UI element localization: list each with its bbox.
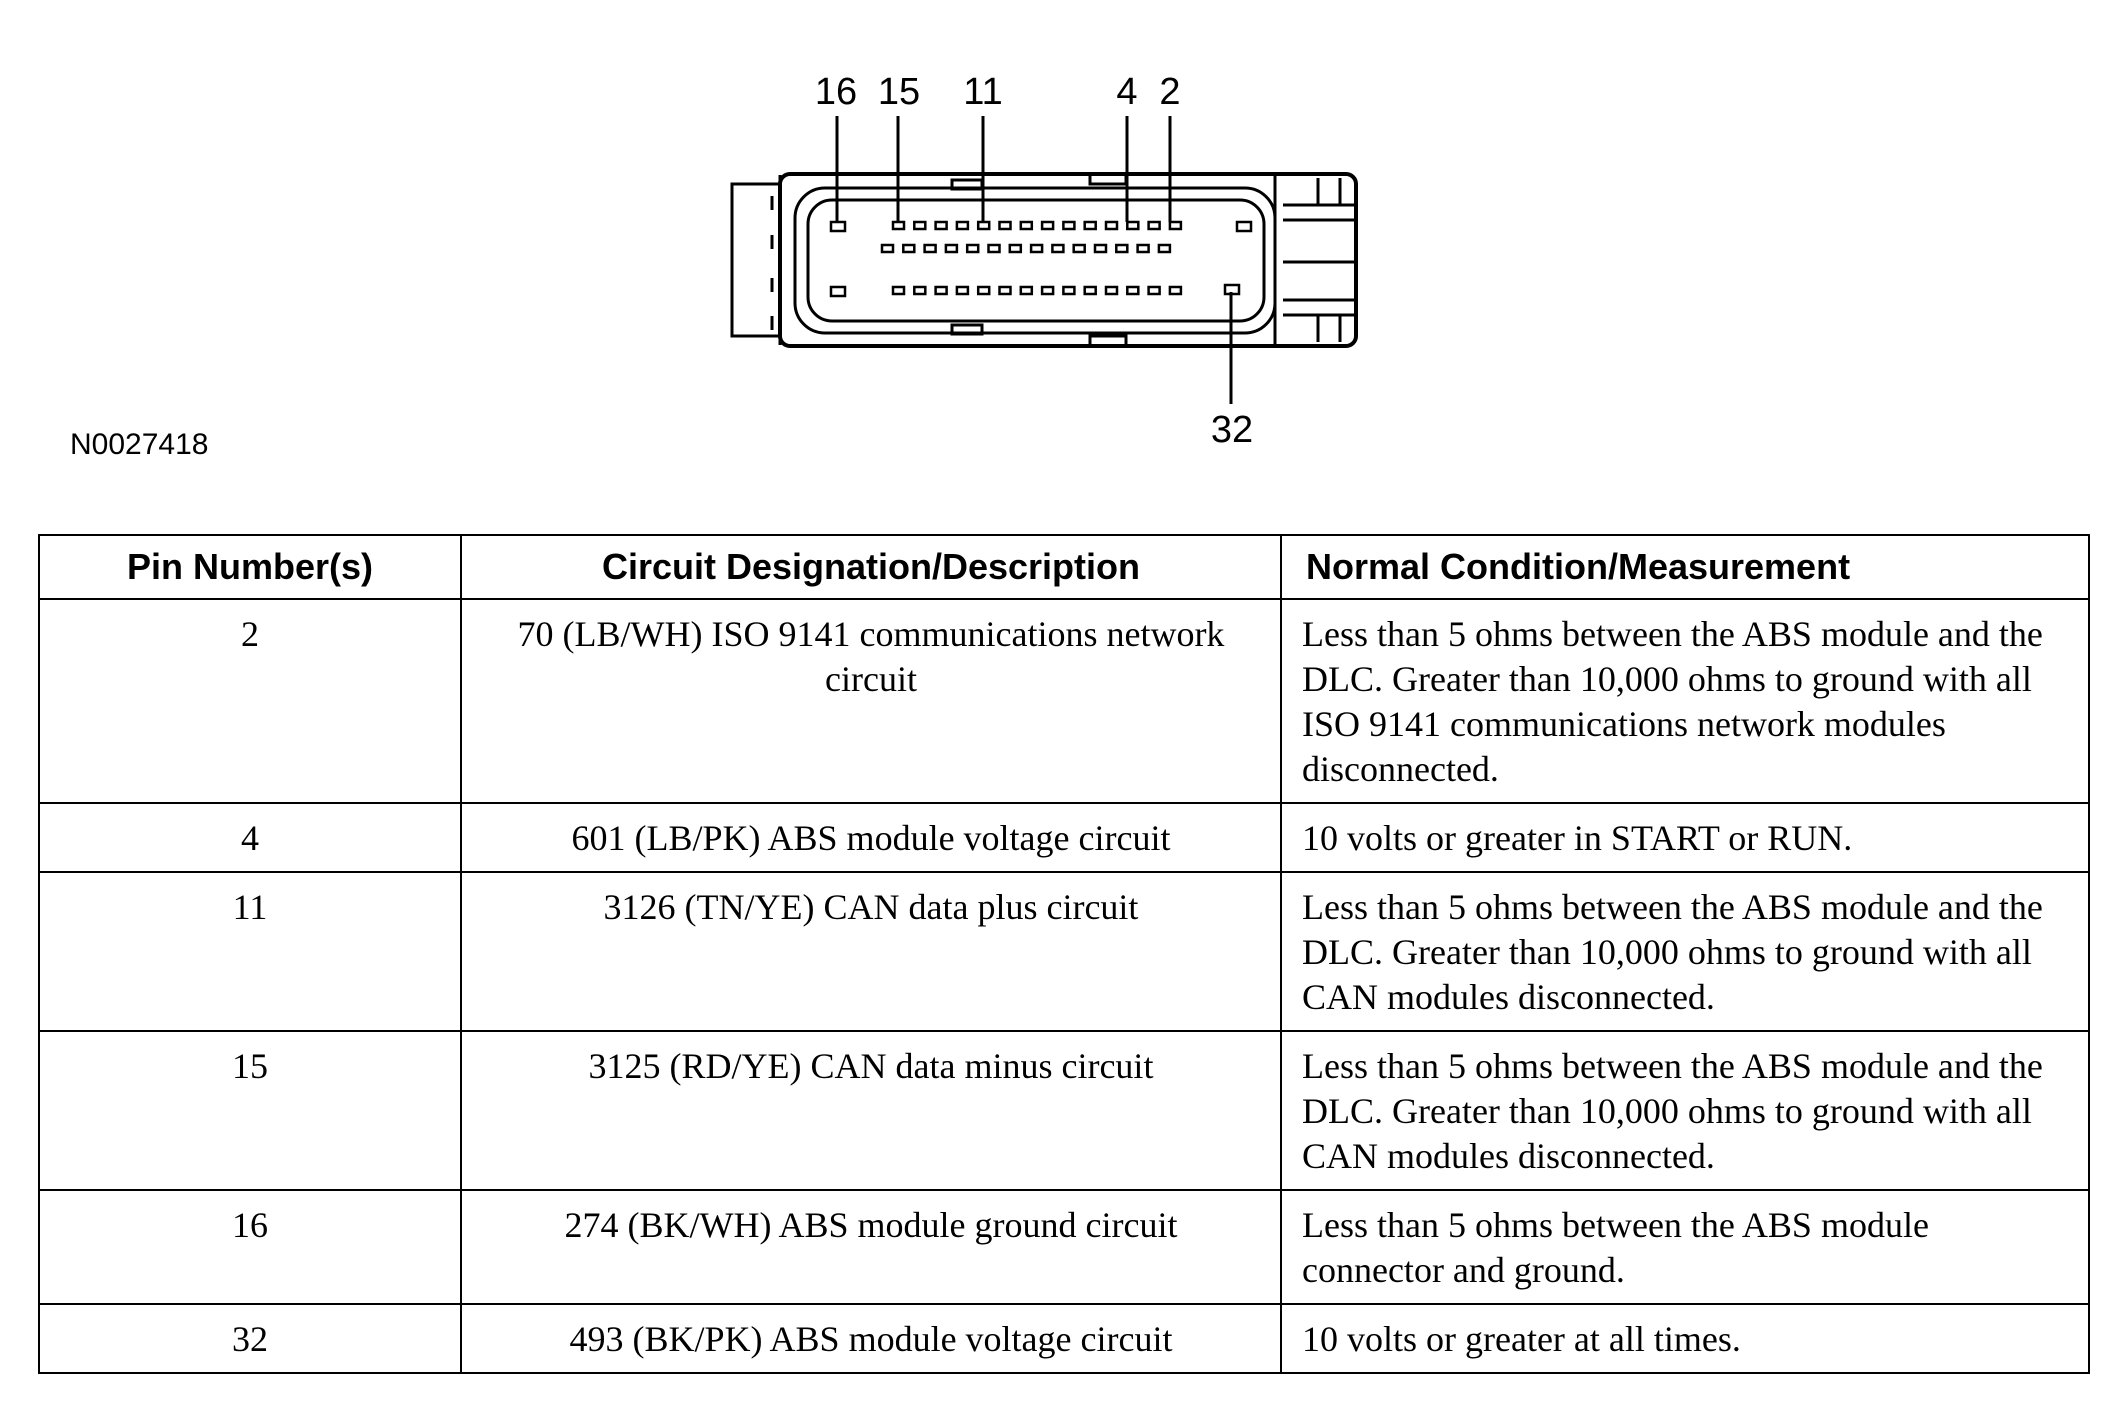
pin-cavity [1147,285,1161,296]
pin-cavity [1083,220,1097,231]
pin-cavity [944,243,959,254]
header-normal-condition: Normal Condition/Measurement [1280,534,2090,600]
circuit-description-cell: 493 (BK/PK) ABS module voltage circuit [460,1303,1282,1374]
connector-diagram: 16 15 11 4 2 32 [730,71,1358,451]
table-row: 11 3126 (TN/YE) CAN data plus circuit Le… [38,871,2090,1032]
pin-cavity [1093,243,1108,254]
pin-callout-11: 11 [963,71,1002,113]
pin-cavity [1147,220,1161,231]
pin-cavity [955,220,970,231]
pin-cavity [1008,243,1023,254]
pin-cavity [998,285,1012,296]
pin-number-cell: 11 [38,871,462,1032]
pin-cavity [1040,220,1055,231]
pin-cavity [998,220,1012,231]
pin-cavity [1040,285,1055,296]
table-row: 15 3125 (RD/YE) CAN data minus circuit L… [38,1030,2090,1191]
pin-cavity [913,285,927,296]
circuit-description-cell: 274 (BK/WH) ABS module ground circuit [460,1189,1282,1305]
table-row: 16 274 (BK/WH) ABS module ground circuit… [38,1189,2090,1305]
pin-cavity [880,243,895,254]
condition-cell: 10 volts or greater at all times. [1280,1303,2090,1374]
pin-cavity [1104,285,1119,296]
pin-cavity [1104,220,1119,231]
pin-cavities [829,220,1253,298]
pin-number-cell: 2 [38,598,462,804]
pin-cavity [891,220,906,231]
connector-shroud [793,186,1277,335]
pin-cavity [934,285,948,296]
pin-cavity [1029,243,1044,254]
circuit-description-cell: 601 (LB/PK) ABS module voltage circuit [460,802,1282,873]
pin-cavity [1072,243,1086,254]
header-circuit-description: Circuit Designation/Description [460,534,1282,600]
condition-cell: Less than 5 ohms between the ABS module … [1280,871,2090,1032]
pin-cavity [965,243,980,254]
condition-cell: 10 volts or greater in START or RUN. [1280,802,2090,873]
pin-cavity [934,220,948,231]
condition-cell: Less than 5 ohms between the ABS module … [1280,1189,2090,1305]
pin-callout-2: 2 [1159,71,1180,113]
pinout-table: Pin Number(s) Circuit Designation/Descri… [38,534,2090,1374]
table-row: 32 493 (BK/PK) ABS module voltage circui… [38,1303,2090,1374]
pin-cavity [1168,285,1183,296]
pin-cavity [1062,220,1076,231]
pin-cavity [1019,285,1034,296]
pin-cavity [829,285,847,298]
pin-cavity [1126,285,1140,296]
pin-cavity [902,243,916,254]
table-row: 4 601 (LB/PK) ABS module voltage circuit… [38,802,2090,873]
pin-callout-4: 4 [1116,71,1137,113]
pin-cavity [1115,243,1129,254]
circuit-description-cell: 3125 (RD/YE) CAN data minus circuit [460,1030,1282,1191]
pin-cavity [1083,285,1097,296]
condition-cell: Less than 5 ohms between the ABS module … [1280,1030,2090,1191]
pin-cavity [976,285,991,296]
pin-callout-16: 16 [815,71,857,113]
pin-callout-32: 32 [1211,409,1253,451]
pin-cavity [913,220,927,231]
connector-body [778,172,1358,348]
circuit-description-cell: 70 (LB/WH) ISO 9141 communications netwo… [460,598,1282,804]
pin-cavity [1019,220,1034,231]
pin-cavity [829,220,847,233]
table-header-row: Pin Number(s) Circuit Designation/Descri… [38,534,2090,600]
pin-callout-15: 15 [878,71,920,113]
pin-cavity [1235,220,1253,233]
header-pin-number: Pin Number(s) [38,534,462,600]
pin-number-cell: 4 [38,802,462,873]
condition-cell: Less than 5 ohms between the ABS module … [1280,598,2090,804]
pin-cavity [1168,220,1183,231]
figure-id: N0027418 [70,428,209,461]
pin-cavity [1126,220,1140,231]
pin-cavity [1157,243,1172,254]
pin-cavity [976,220,991,231]
pin-number-cell: 16 [38,1189,462,1305]
pin-cavity [1062,285,1076,296]
pin-cavity [891,285,906,296]
pin-cavity [1051,243,1065,254]
pin-cavity [923,243,937,254]
circuit-description-cell: 3126 (TN/YE) CAN data plus circuit [460,871,1282,1032]
pin-number-cell: 15 [38,1030,462,1191]
pin-cavity [987,243,1001,254]
table-row: 2 70 (LB/WH) ISO 9141 communications net… [38,598,2090,804]
pin-cavity [955,285,970,296]
pin-cavity [1136,243,1150,254]
pin-number-cell: 32 [38,1303,462,1374]
